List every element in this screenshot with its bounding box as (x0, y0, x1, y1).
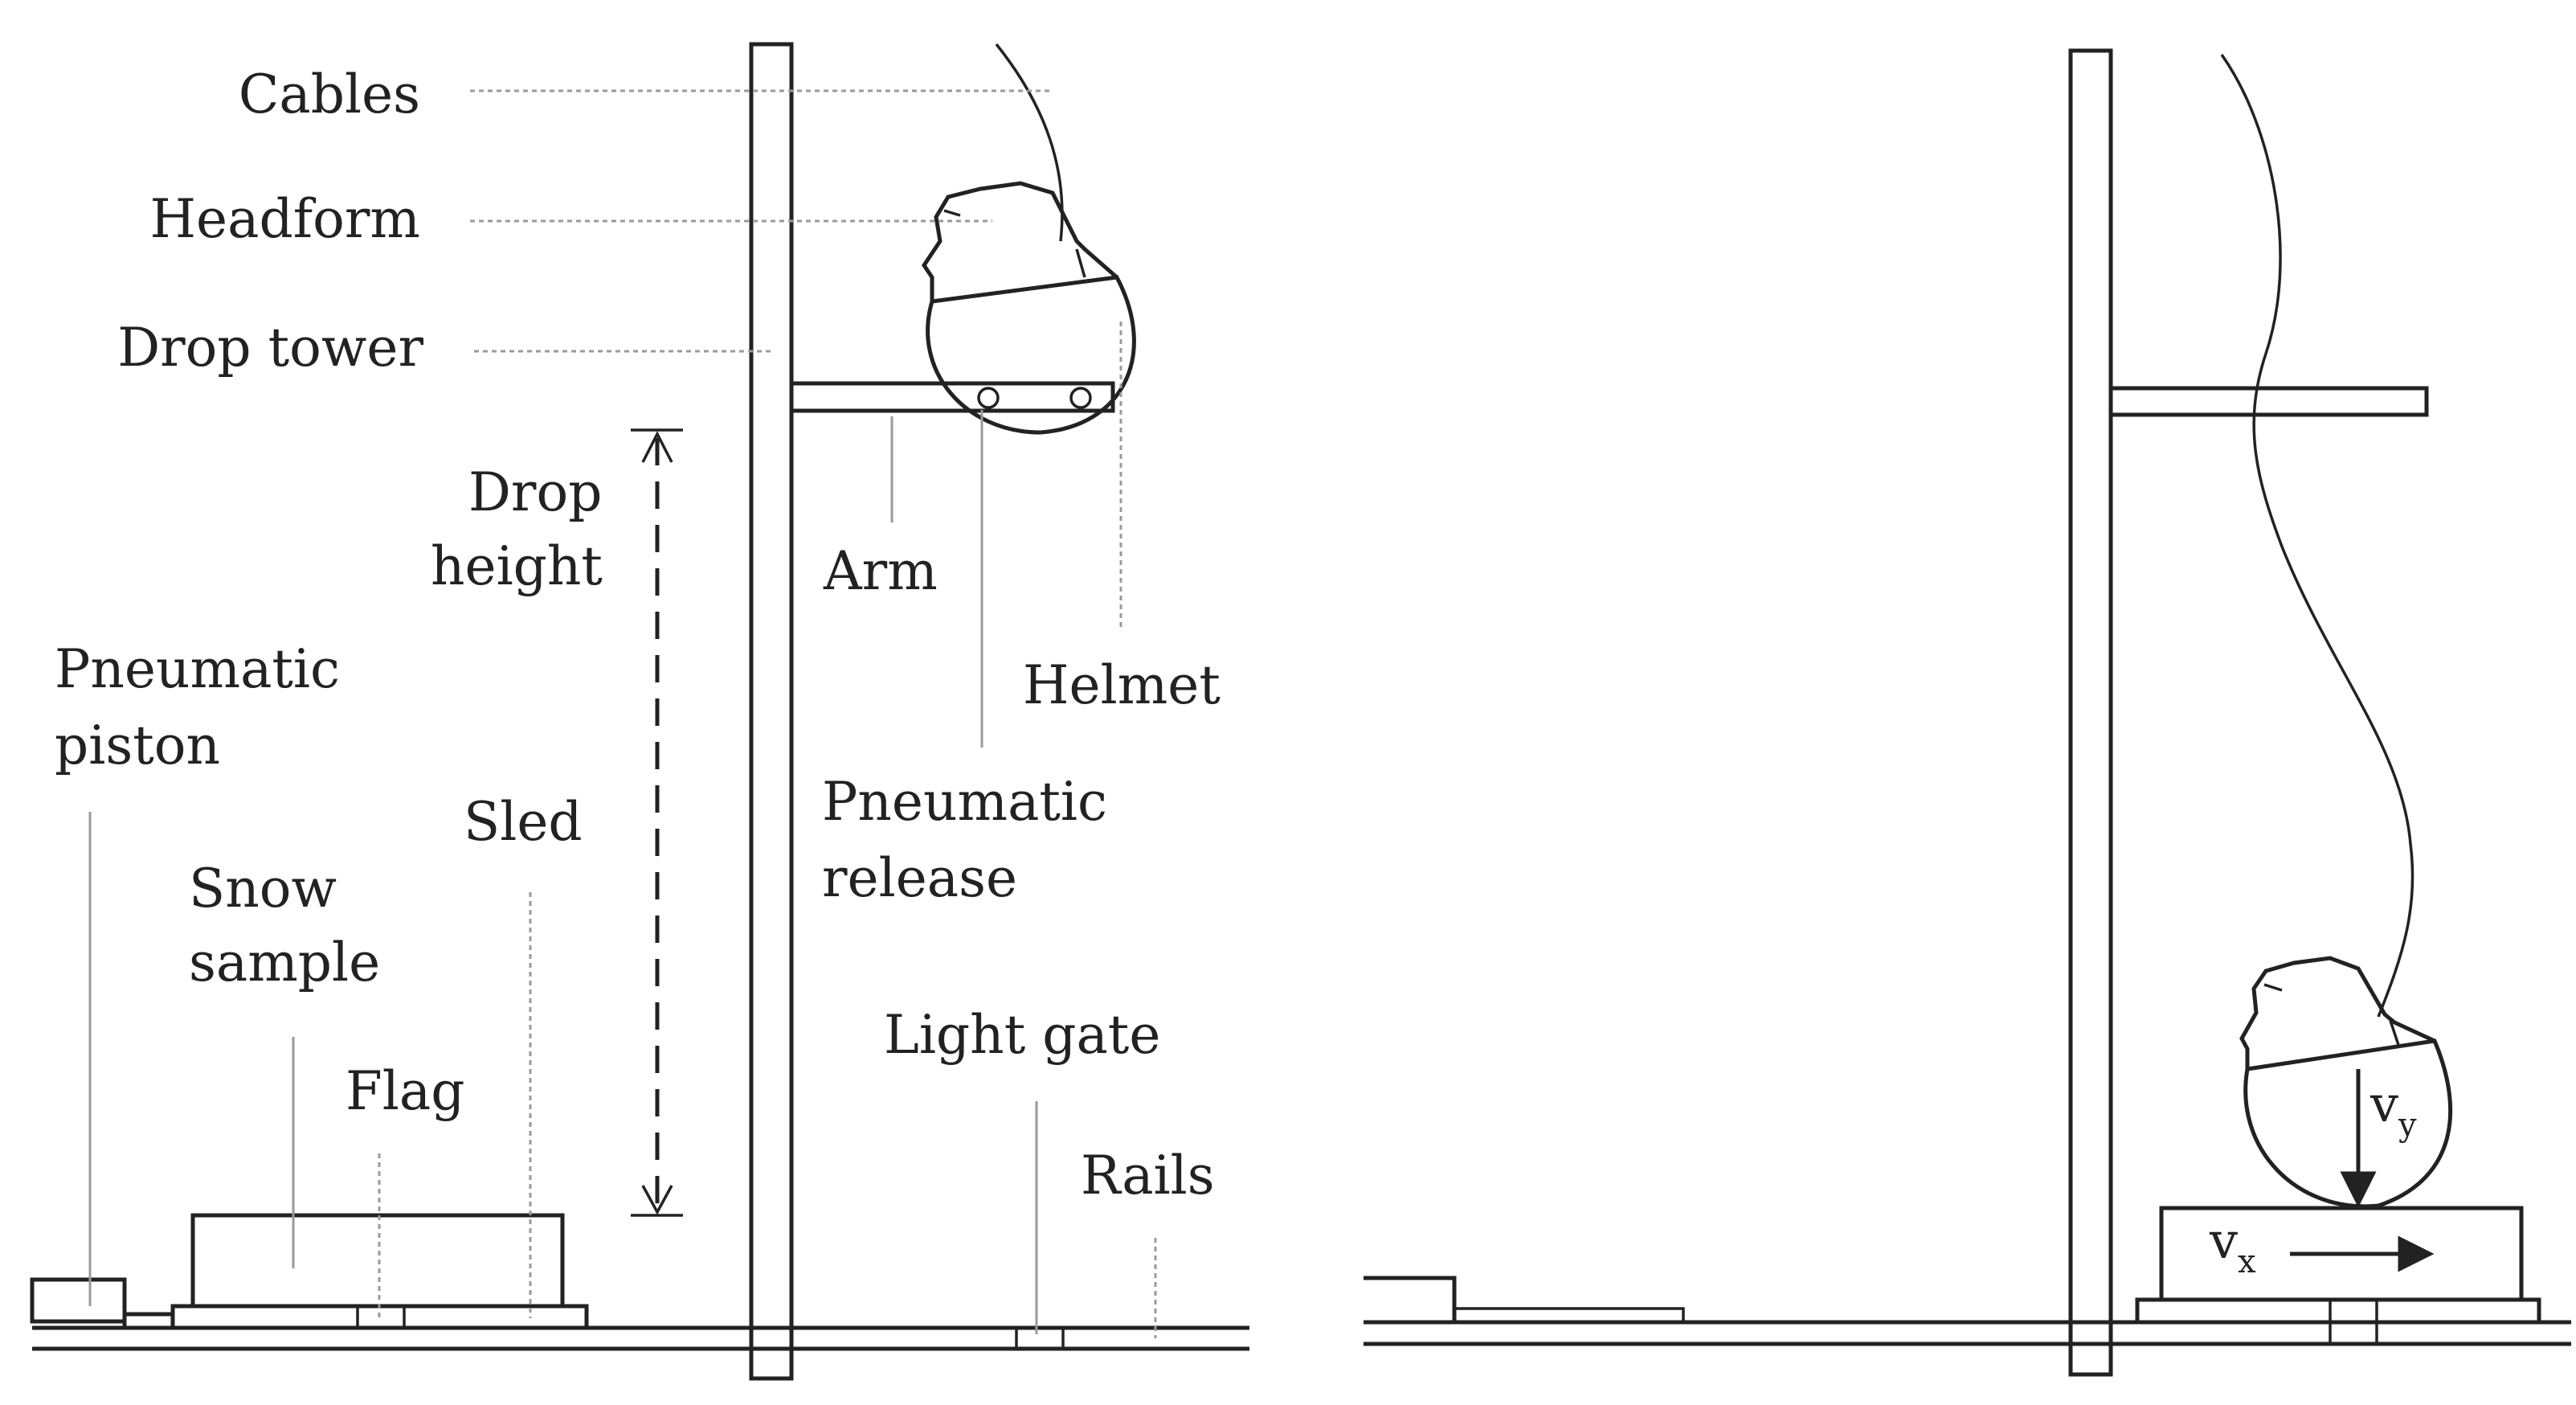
headform-left (921, 181, 1118, 301)
label-pneumatic-release-line1: Pneumatic (822, 771, 1107, 833)
label-helmet: Helmet (1023, 654, 1221, 716)
drop-height-arrow (631, 428, 683, 1217)
snow-sample (190, 1213, 565, 1309)
label-drop-tower: Drop tower (117, 317, 423, 379)
rails-left (32, 1325, 1249, 1351)
helmet-left (926, 275, 1136, 435)
label-velocity-y: vy (2370, 1075, 2417, 1144)
label-flag: Flag (346, 1060, 465, 1122)
release-pin-2 (1069, 387, 1092, 409)
label-cables: Cables (239, 63, 420, 125)
label-velocity-x: vx (2209, 1211, 2256, 1280)
pneumatic-piston (30, 1277, 175, 1330)
label-light-gate: Light gate (884, 1004, 1160, 1066)
pneumatic-piston-right (1364, 1276, 1685, 1324)
snow-sample-right (2159, 1206, 2524, 1302)
helmet-assembly-left (921, 181, 1136, 435)
label-rails: Rails (1081, 1145, 1215, 1206)
label-pneumatic-piston-line1: Pneumatic (55, 638, 340, 700)
sled-right (2135, 1297, 2541, 1325)
label-snow-sample-line2: sample (189, 932, 380, 993)
label-sled: Sled (464, 791, 583, 853)
label-snow-sample-line1: Snow (189, 858, 337, 920)
label-pneumatic-piston-line2: piston (55, 715, 220, 776)
flag-left (356, 1305, 406, 1329)
cable-left (995, 43, 1064, 242)
label-drop-height-line2: height (431, 535, 603, 597)
left-panel: Cables Headform Drop tower Drop height A… (30, 42, 1249, 1381)
release-pin-1 (977, 387, 1000, 409)
left-labels: Cables Headform Drop tower Drop height A… (55, 63, 1221, 1206)
headform-right (2239, 956, 2436, 1069)
drop-tower-left (749, 42, 794, 1381)
right-panel: vy vx (1364, 48, 2571, 1377)
light-gate-left (1015, 1326, 1065, 1350)
cable-right (2220, 53, 2414, 1018)
rails-right (1364, 1320, 2571, 1346)
label-pneumatic-release-line2: release (822, 847, 1017, 909)
label-drop-height-line1: Drop (468, 461, 602, 523)
drop-tower-right (2068, 48, 2113, 1377)
arm-right (2108, 386, 2429, 417)
helmet-assembly-right (2239, 956, 2452, 1209)
label-headform: Headform (149, 188, 420, 250)
helmet-right (2243, 1038, 2452, 1209)
leader-lines (88, 89, 1157, 1338)
label-arm: Arm (823, 540, 938, 602)
